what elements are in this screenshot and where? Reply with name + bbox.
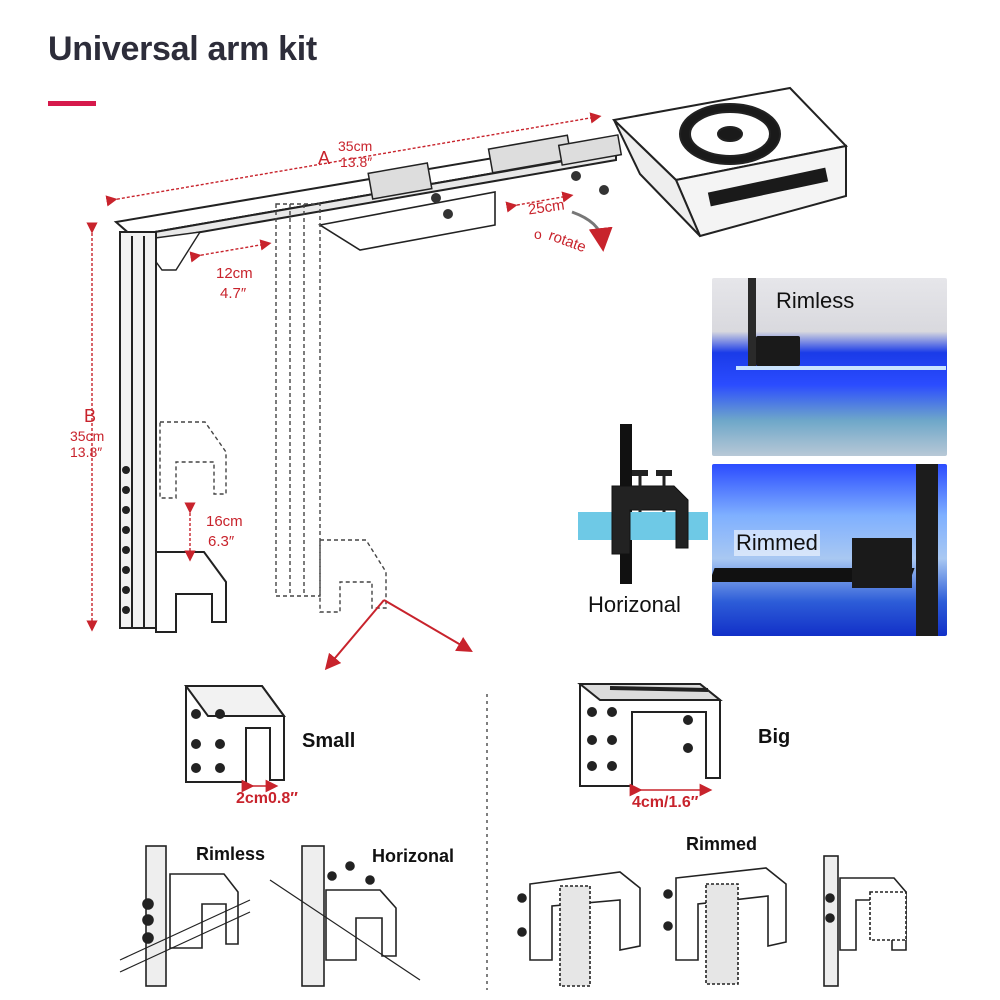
rimless-pole <box>748 278 756 366</box>
clamp-dashed-upper <box>159 421 227 499</box>
swivel-arrow <box>505 191 574 213</box>
clamp-in-label: 6.3″ <box>208 533 235 550</box>
rimless-clamp <box>756 336 800 366</box>
clamp-cm-label: 16cm <box>206 513 243 530</box>
clamp-dashed-alt <box>319 539 387 613</box>
arrow-to-small-bracket <box>324 599 385 671</box>
dimension-a-arrow <box>105 112 602 207</box>
slide-arrow <box>189 239 272 263</box>
light-fins <box>707 167 829 207</box>
small-bracket-drawing <box>184 685 286 783</box>
big-bracket-drawing <box>577 683 723 787</box>
usage-horizontal-label: Horizonal <box>372 846 455 866</box>
rimmed-photo-label: Rimmed <box>734 530 820 556</box>
dimension-a-in: 13.8″ <box>340 154 373 170</box>
usage-horizontal-drawing <box>269 845 421 987</box>
dimension-a-cm: 35cm <box>338 138 373 154</box>
usage-rimless-drawing <box>119 845 251 987</box>
dimension-a-label: A <box>318 148 331 168</box>
rimless-glass-edge <box>736 366 946 370</box>
arm-sliders <box>367 134 623 200</box>
screws <box>431 171 609 219</box>
small-bracket-size: 2cm0.8″ <box>236 790 298 807</box>
page-title: Universal arm kit <box>48 30 317 68</box>
rimmed-photo <box>712 464 947 636</box>
dimension-b-label: B <box>84 406 97 426</box>
arrow-to-big-bracket <box>383 599 473 653</box>
alt-pole-dashed <box>275 203 321 597</box>
small-bracket-label: Small <box>302 730 356 752</box>
slide-cm-label: 12cm <box>216 265 253 282</box>
usage-rimmed-drawing-2 <box>663 867 787 985</box>
dimension-b-cm: 35cm <box>70 428 105 444</box>
title-accent-bar <box>48 101 96 106</box>
pole-holes <box>122 466 130 614</box>
big-bracket-label: Big <box>758 726 791 748</box>
arm-support-plate <box>317 191 496 251</box>
usage-rimmed-label: Rimmed <box>686 834 758 854</box>
horizontal-photo-label: Horizonal <box>588 592 681 617</box>
light-fixture <box>611 86 848 238</box>
clamp-solid-lower <box>155 551 227 633</box>
rotate-prefix-label: o <box>534 226 542 242</box>
rimless-photo <box>712 278 947 456</box>
dimension-b-in: 13.8″ <box>70 444 103 460</box>
rimmed-pole <box>916 464 938 636</box>
vertical-pole <box>119 231 157 629</box>
usage-rimmed-drawing-1 <box>517 871 641 987</box>
rimless-photo-label: Rimless <box>776 288 855 313</box>
slide-in-label: 4.7″ <box>220 285 247 302</box>
usage-rimmed-drawing-3 <box>823 855 907 987</box>
horizontal-clamp-illustration <box>578 424 708 584</box>
rimmed-clamp <box>852 538 912 588</box>
rotate-arrow <box>571 210 613 252</box>
big-bracket-size: 4cm/1.6″ <box>632 794 699 811</box>
usage-rimless-label: Rimless <box>196 844 266 864</box>
